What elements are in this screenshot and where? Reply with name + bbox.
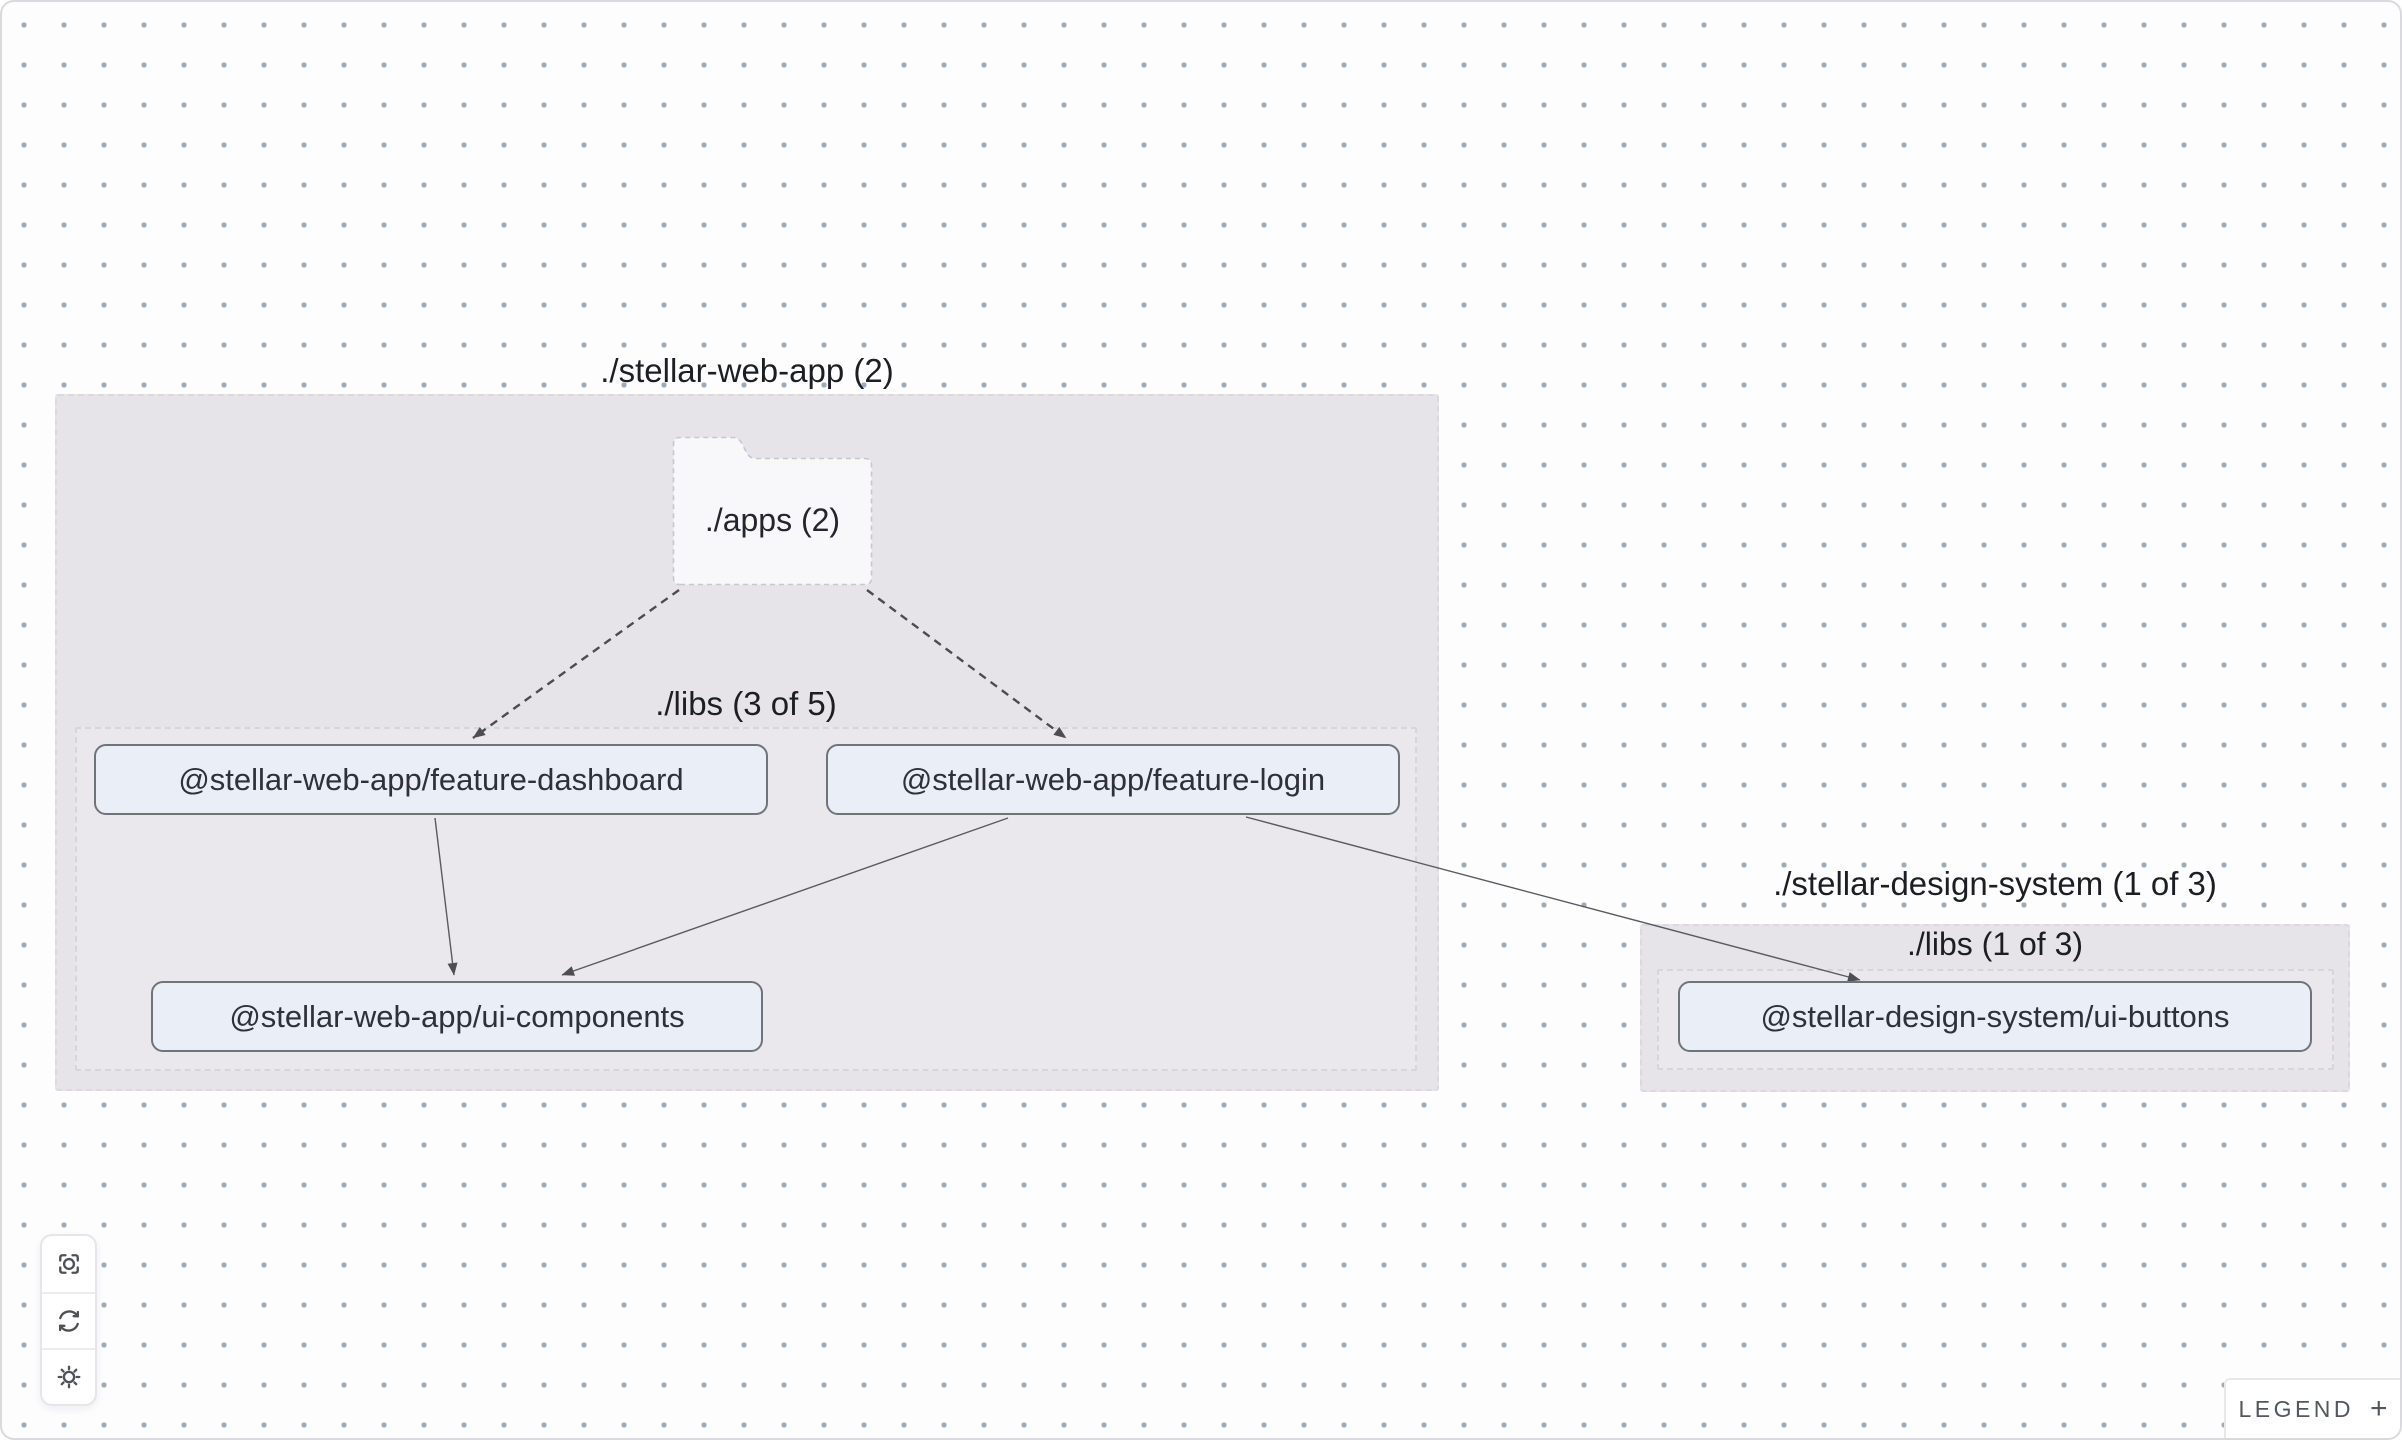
group-label-stellar-web-app: ./stellar-web-app (2) xyxy=(600,352,894,389)
node-ui-components[interactable]: @stellar-web-app/ui-components xyxy=(151,981,763,1052)
folder-node-apps[interactable]: ./apps (2) xyxy=(672,436,873,586)
focus-icon xyxy=(58,1254,79,1274)
focus-button[interactable] xyxy=(42,1236,95,1292)
settings-button[interactable] xyxy=(42,1348,95,1404)
refresh-icon xyxy=(58,1310,79,1332)
graph-controls-toolbar xyxy=(40,1234,97,1406)
group-label-stellar-design-system-libs: ./libs (1 of 3) xyxy=(1906,926,2084,962)
folder-icon xyxy=(672,436,873,586)
legend-expand-icon: + xyxy=(2370,1392,2388,1425)
folder-node-label: ./apps (2) xyxy=(704,501,841,538)
group-label-stellar-design-system: ./stellar-design-system (1 of 3) xyxy=(1773,865,2217,902)
node-feature-dashboard[interactable]: @stellar-web-app/feature-dashboard xyxy=(94,744,768,815)
refresh-button[interactable] xyxy=(42,1292,95,1348)
legend-label: LEGEND xyxy=(2238,1395,2355,1422)
group-label-stellar-web-app-libs: ./libs (3 of 5) xyxy=(655,685,837,722)
node-ui-buttons[interactable]: @stellar-design-system/ui-buttons xyxy=(1678,981,2312,1052)
settings-icon xyxy=(57,1365,80,1389)
node-feature-login[interactable]: @stellar-web-app/feature-login xyxy=(826,744,1400,815)
legend-toggle[interactable]: LEGEND + xyxy=(2224,1378,2400,1438)
